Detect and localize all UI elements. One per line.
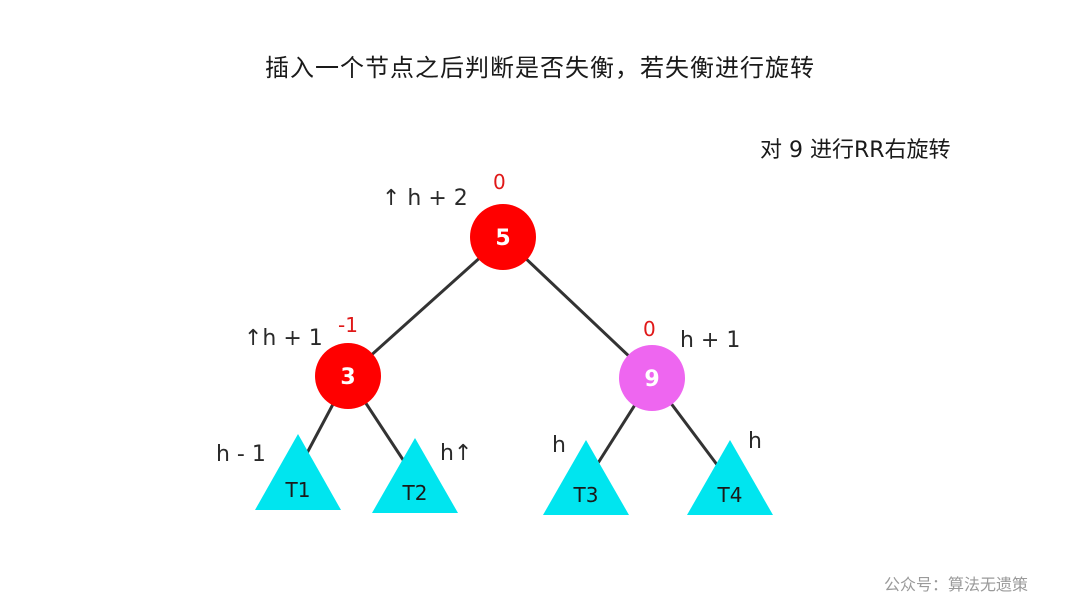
subtree-t2-name: T2 — [402, 481, 428, 505]
node-9-balance: 0 — [643, 317, 656, 341]
subtree-t3-height-label: h — [552, 433, 566, 458]
node-3-value: 3 — [340, 365, 355, 390]
subtree-t2-height-label: h↑ — [440, 441, 473, 466]
subtree-t3-triangle — [543, 440, 629, 515]
watermark-text: 公众号：算法无遗策 — [884, 575, 1029, 594]
edge-5-3 — [346, 235, 505, 378]
subtree-t2-triangle — [372, 438, 458, 513]
subtree-t1-height-label: h - 1 — [216, 442, 266, 467]
node-5-value: 5 — [495, 226, 510, 251]
node-3-height-label: ↑h + 1 — [244, 326, 323, 351]
node-9-height-label: h + 1 — [680, 328, 741, 353]
subtree-t4-name: T4 — [717, 483, 743, 507]
page-title: 插入一个节点之后判断是否失衡，若失衡进行旋转 — [265, 54, 815, 82]
edge-5-9 — [501, 235, 654, 380]
node-9-circle — [619, 345, 685, 411]
node-5-height-label: ↑ h + 2 — [382, 186, 468, 211]
subtree-t1-name: T1 — [285, 478, 311, 502]
node-5-circle — [470, 204, 536, 270]
node-3-balance: -1 — [338, 313, 358, 337]
subtree-t4-height-label: h — [748, 429, 762, 454]
subtree-t1-triangle — [255, 434, 341, 510]
subtree-t3-name: T3 — [573, 483, 599, 507]
node-3-circle — [315, 343, 381, 409]
node-9-value: 9 — [644, 367, 659, 392]
node-5-balance: 0 — [493, 170, 506, 194]
subtree-t4-triangle — [687, 440, 773, 515]
rotation-caption: 对 9 进行RR右旋转 — [760, 138, 951, 163]
